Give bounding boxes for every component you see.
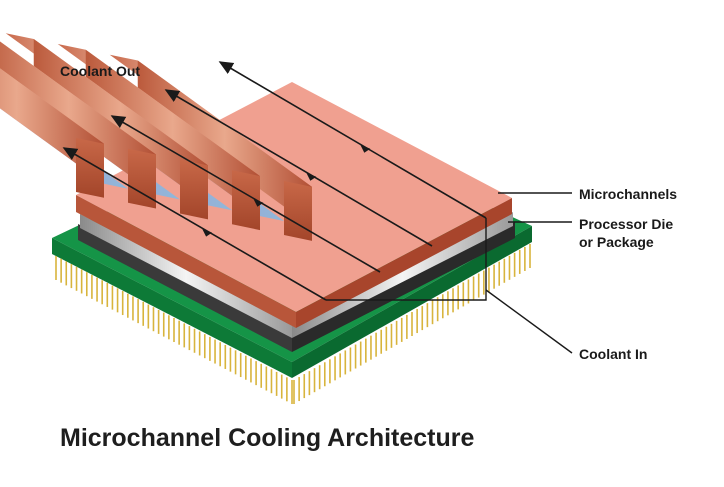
flow-chevron <box>360 144 371 153</box>
coolant-in-leader <box>485 289 573 354</box>
processor-pins-front <box>55 244 531 404</box>
processor-die-layer <box>78 212 515 352</box>
die-silver-side <box>292 212 513 338</box>
flow-chevron <box>202 228 213 237</box>
fin-side <box>137 60 312 227</box>
coldplate-front <box>76 195 296 328</box>
fin-front <box>76 138 104 198</box>
microchannel-fins <box>0 33 312 241</box>
die-side <box>292 222 515 352</box>
microchannels-label: Microchannels <box>579 186 678 202</box>
processor-package-label: or Package <box>579 234 654 250</box>
pcb-side-edge <box>292 226 532 378</box>
coolant-flow-arrow <box>218 61 487 219</box>
fin-side <box>85 49 260 217</box>
coolant-flow-arrow <box>110 115 381 273</box>
coolant-flow-arrows <box>62 61 487 301</box>
fin-front <box>284 181 312 241</box>
flow-chevron <box>253 198 264 207</box>
coolant-in-label: Coolant In <box>579 346 648 362</box>
die-front <box>78 224 292 352</box>
fin-side <box>0 41 156 195</box>
pcb-front-edge <box>52 238 292 378</box>
fin-front <box>128 148 156 209</box>
die-silver-front <box>80 214 292 338</box>
diagram-caption: Microchannel Cooling Architecture <box>60 424 475 452</box>
coolant-flow-arrow <box>62 147 327 301</box>
leader-lines <box>326 192 573 354</box>
coldplate-side <box>296 198 512 328</box>
fin-front <box>180 159 208 220</box>
coolant-out-label: Coolant Out <box>60 63 141 79</box>
fin-front <box>232 170 260 231</box>
coolant-in-bracket <box>326 218 487 301</box>
processor-die-label: Processor Die <box>579 216 674 232</box>
flow-chevron <box>306 172 317 181</box>
coolant-flow-arrow <box>164 89 433 247</box>
